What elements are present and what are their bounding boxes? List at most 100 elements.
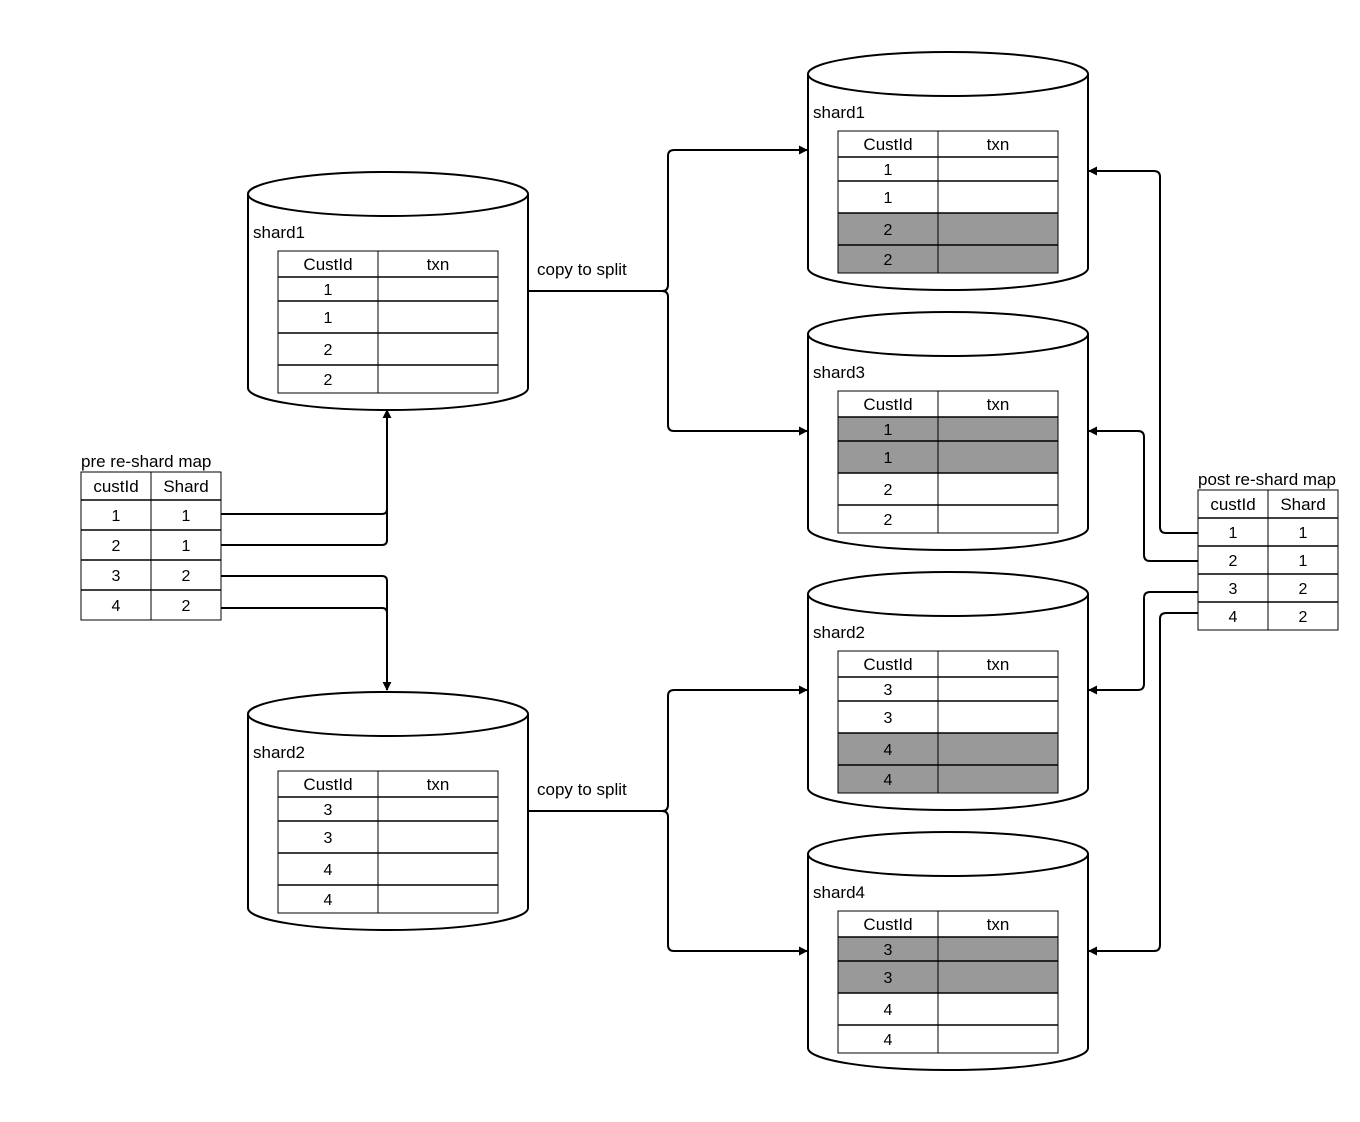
shard-label: shard1 (813, 103, 865, 122)
column-header-custid: CustId (863, 915, 912, 934)
cell-custid: 3 (884, 682, 893, 699)
table-row: 1 (837, 156, 1059, 182)
table-row: 2 (837, 212, 1059, 246)
table-row: 4 (837, 732, 1059, 766)
copy-label-shard2: copy to split (537, 780, 627, 799)
edge-copy-shard1-to-new-shard3 (527, 290, 808, 436)
cell-custid: 4 (884, 742, 893, 759)
column-header-txn: txn (987, 915, 1010, 934)
cell-custid: 2 (884, 482, 893, 499)
table-row: 4 (277, 852, 499, 886)
map-header-custid: custId (1210, 495, 1255, 514)
map-cell-shard: 2 (182, 568, 191, 585)
cell-custid: 3 (324, 802, 333, 819)
shard-label: shard4 (813, 883, 865, 902)
table-row: 1 (277, 300, 499, 334)
column-header-custid: CustId (863, 135, 912, 154)
cell-custid: 1 (884, 450, 893, 467)
map-title: pre re-shard map (81, 452, 211, 471)
cylinder-top (807, 831, 1089, 877)
cylinder-top (247, 691, 529, 737)
cell-custid: 1 (884, 162, 893, 179)
cylinder-top (807, 51, 1089, 97)
map-cell-shard: 1 (1299, 553, 1308, 570)
table-row: 3 (837, 936, 1059, 962)
table-row: 4 (837, 992, 1059, 1026)
column-header-txn: txn (987, 135, 1010, 154)
map-title: post re-shard map (1198, 470, 1336, 489)
map-cell-shard: 1 (1299, 525, 1308, 542)
edge-pre-cust3-to-shard2 (220, 575, 392, 691)
map-cell-shard: 2 (1299, 581, 1308, 598)
column-header-custid: CustId (863, 395, 912, 414)
cell-custid: 4 (884, 1002, 893, 1019)
cell-custid: 4 (324, 892, 333, 909)
table-row: 2 (837, 504, 1059, 534)
table-row: 1 (837, 440, 1059, 474)
map-cell-shard: 2 (1299, 609, 1308, 626)
map-header-shard: Shard (163, 477, 208, 496)
cell-custid: 4 (884, 1032, 893, 1049)
column-header-txn: txn (987, 395, 1010, 414)
column-header-custid: CustId (863, 655, 912, 674)
table-row: 3 (837, 676, 1059, 702)
table-row: 2 (277, 364, 499, 394)
connectors (220, 145, 1200, 956)
map-cell-custid: 4 (1229, 609, 1238, 626)
map-cell-shard: 1 (182, 538, 191, 555)
cell-custid: 2 (884, 222, 893, 239)
column-header-txn: txn (987, 655, 1010, 674)
cell-custid: 4 (324, 862, 333, 879)
copy-label-shard1: copy to split (537, 260, 627, 279)
map-cell-custid: 1 (112, 508, 121, 525)
map-cell-custid: 1 (1229, 525, 1238, 542)
map-cell-shard: 2 (182, 598, 191, 615)
shard-label: shard2 (813, 623, 865, 642)
edge-post-cust3-to-shard2 (1088, 591, 1200, 695)
cell-custid: 2 (884, 252, 893, 269)
cell-custid: 1 (884, 190, 893, 207)
edge-pre-cust4-to-shard2 (220, 607, 388, 690)
cell-custid: 2 (884, 512, 893, 529)
cell-custid: 3 (884, 970, 893, 987)
map-cell-custid: 2 (112, 538, 121, 555)
cylinder-top (247, 171, 529, 217)
shard-table: CustId txn 3 3 4 4 (837, 910, 1059, 1054)
table-row: 1 (837, 180, 1059, 214)
cylinder-top (807, 571, 1089, 617)
column-header-txn: txn (427, 255, 450, 274)
cell-custid: 4 (884, 772, 893, 789)
shard-label: shard3 (813, 363, 865, 382)
map-cell-custid: 4 (112, 598, 121, 615)
edge-post-cust2-to-shard3 (1088, 426, 1200, 562)
cell-custid: 3 (884, 942, 893, 959)
table-row: 4 (837, 764, 1059, 794)
map-cell-custid: 3 (112, 568, 121, 585)
table-row: 2 (837, 244, 1059, 274)
edge-pre-cust1-to-shard1 (220, 409, 392, 515)
shard-label: shard2 (253, 743, 305, 762)
edge-post-cust1-to-shard1 (1088, 166, 1200, 534)
table-row: 3 (277, 820, 499, 854)
cell-custid: 2 (324, 342, 333, 359)
table-row: 3 (837, 960, 1059, 994)
column-header-txn: txn (427, 775, 450, 794)
cell-custid: 1 (324, 282, 333, 299)
